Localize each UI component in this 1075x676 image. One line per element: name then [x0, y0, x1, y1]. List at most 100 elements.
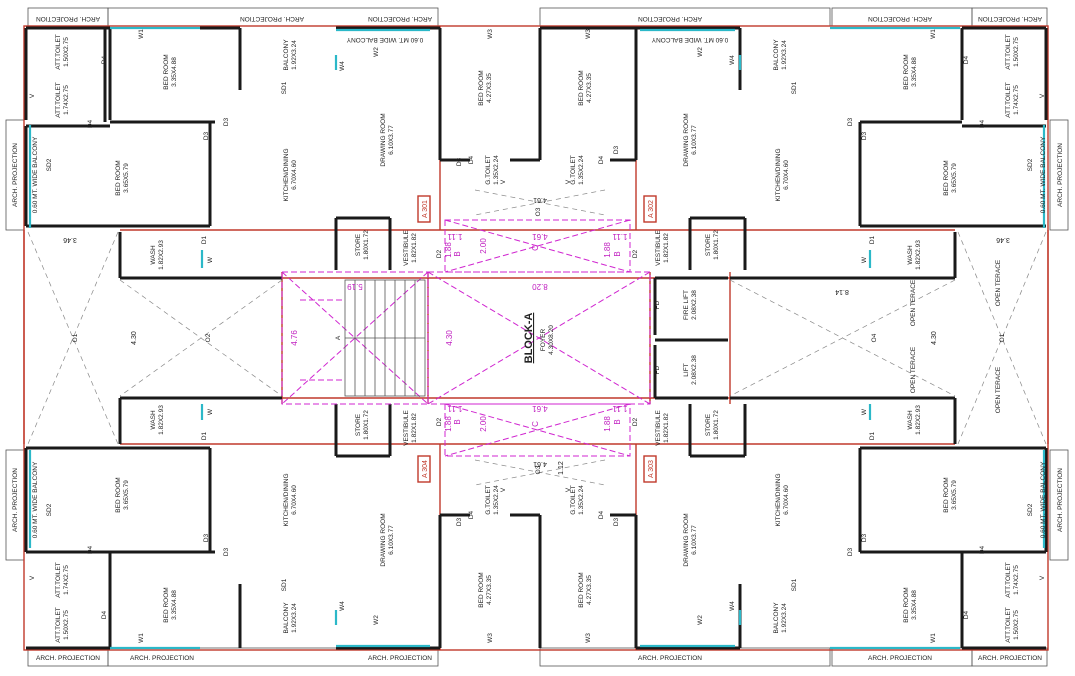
room-size: 1.35X2.24 [493, 485, 500, 515]
foyer-label: FOYER [540, 329, 547, 352]
dim-1-11: 1.11 [447, 404, 463, 413]
room-size: 3.65X5.79 [123, 163, 130, 193]
code-b: B [453, 251, 462, 256]
code-w3: W3 [487, 29, 494, 39]
room-vestibule: VESTIBULE [655, 229, 662, 265]
code-w4: W4 [339, 61, 346, 71]
room-size: 6.70X4.60 [783, 485, 790, 515]
code-w1: W1 [138, 29, 145, 39]
code-d1: D1 [869, 431, 876, 440]
code-d4: D4 [979, 119, 986, 128]
room-g-toilet: G.TOILET [570, 485, 577, 515]
room-drawing: DRAWING ROOM [380, 113, 387, 166]
open-terrace-label: OPEN TERACE [995, 259, 1002, 306]
room-g-toilet: G.TOILET [570, 155, 577, 185]
code-w3: W3 [487, 633, 494, 643]
room-wash: WASH [907, 245, 914, 265]
room-fire-lift: FIRE LIFT [683, 290, 690, 320]
code-d3: D3 [456, 517, 463, 526]
dim-1-11: 1.11 [447, 232, 463, 241]
arch-label: ARCH. PROJECTION [1057, 143, 1064, 207]
room-bed-room: BED ROOM [903, 54, 910, 89]
wide-balcony-label: 0.60 MT. WIDE BALCONY [651, 36, 728, 43]
room-size: 1.80X1.72 [363, 410, 370, 440]
code-o1: O1 [999, 333, 1006, 342]
code-sd1: SD1 [281, 578, 288, 591]
open-terrace-label: OPEN TERACE [910, 279, 917, 326]
dim-1-88: 1.88 [603, 416, 612, 432]
code-d4: D4 [101, 55, 108, 64]
wide-balcony-label: 0.60 MT. WIDE BALCONY [346, 36, 423, 43]
code-w2: W2 [373, 47, 380, 57]
room-bed-room: BED ROOM [115, 160, 122, 195]
room-size: 1.74X2.75 [63, 565, 70, 595]
arch-label: ARCH. PROJECTION [868, 15, 932, 22]
room-size: 1.50X2.75 [1013, 37, 1020, 67]
code-sd2: SD2 [46, 503, 53, 516]
code-w: W [861, 408, 868, 415]
room-size: 6.70X4.60 [291, 485, 298, 515]
code-w2: W2 [697, 615, 704, 625]
code-w3: W3 [585, 633, 592, 643]
room-kitchen: KITCHEN/DINING [775, 148, 782, 201]
code-v: V [565, 179, 572, 184]
room-size: 1.82X2.93 [158, 240, 165, 270]
arch-label: ARCH. PROJECTION [240, 15, 304, 22]
room-size: 1.92X3.24 [781, 603, 788, 633]
code-w: W [207, 256, 214, 263]
room-size: 1.92X3.24 [291, 603, 298, 633]
room-size: 1.74X2.75 [63, 85, 70, 115]
room-g-toilet: G.TOILET [485, 155, 492, 185]
dim-1-11: 1.11 [612, 232, 628, 241]
code-d3: D3 [861, 533, 868, 542]
code-d1: D1 [869, 235, 876, 244]
wide-balcony-label: 0.60 MT. WIDE BALCONY [32, 136, 39, 213]
room-size: 1.80X1.72 [713, 410, 720, 440]
room-lift: LIFT [683, 363, 690, 376]
code-o3: O3 [535, 207, 542, 216]
code-d4: D4 [468, 510, 475, 519]
code-d3: D3 [203, 533, 210, 542]
room-size: 1.35X2.24 [578, 155, 585, 185]
code-w4: W4 [729, 55, 736, 65]
opening-codes: W1 W1 W1 W1 W2 W2 W2 W2 W3 W3 W3 W3 W4 W… [29, 29, 1046, 643]
code-w4: W4 [339, 601, 346, 611]
room-size: 1.50X2.75 [1013, 610, 1020, 640]
room-size: 1.82X2.93 [915, 240, 922, 270]
arch-label: ARCH. PROJECTION [368, 655, 432, 662]
room-wash: WASH [150, 410, 157, 430]
code-b: B [613, 419, 622, 424]
code-d1: D1 [201, 235, 208, 244]
room-size: 2.08X2.38 [691, 355, 698, 385]
flat-tag-a304: A 304 [422, 460, 429, 478]
flat-tag-a302: A 302 [648, 200, 655, 218]
room-vestibule: VESTIBULE [403, 409, 410, 445]
open-areas [27, 189, 1047, 486]
room-att-toilet: ATT.TOILET [1005, 607, 1012, 643]
room-vestibule: VESTIBULE [403, 229, 410, 265]
open-terrace-label: OPEN TERACE [995, 366, 1002, 413]
code-w3: W3 [585, 29, 592, 39]
room-bed-room: BED ROOM [478, 70, 485, 105]
code-d4: D4 [87, 119, 94, 128]
room-size: 2.08X2.38 [691, 290, 698, 320]
room-att-toilet: ATT.TOILET [55, 82, 62, 118]
windows [28, 26, 1046, 650]
dim-1-88: 1.88 [444, 242, 453, 258]
room-size: 1.50X2.75 [63, 610, 70, 640]
room-balcony: BALCONY [283, 602, 290, 634]
room-bed-room: BED ROOM [903, 587, 910, 622]
code-sd1: SD1 [791, 81, 798, 94]
code-fd: FD [654, 365, 661, 374]
wide-balcony-label: 0.60 MT. WIDE BALCONY [32, 461, 39, 538]
arch-label: ARCH. PROJECTION [978, 655, 1042, 662]
room-size: 3.35X4.88 [171, 590, 178, 620]
room-size: 3.65X5.79 [951, 480, 958, 510]
room-bed-room: BED ROOM [943, 160, 950, 195]
code-w2: W2 [697, 47, 704, 57]
dim-3-46: 3.46 [996, 236, 1010, 243]
room-wash: WASH [907, 410, 914, 430]
arch-label: ARCH. PROJECTION [12, 468, 19, 532]
flat-tags: A 301 A 302 A 304 A 303 [417, 195, 657, 483]
room-store: STORE [355, 233, 362, 256]
